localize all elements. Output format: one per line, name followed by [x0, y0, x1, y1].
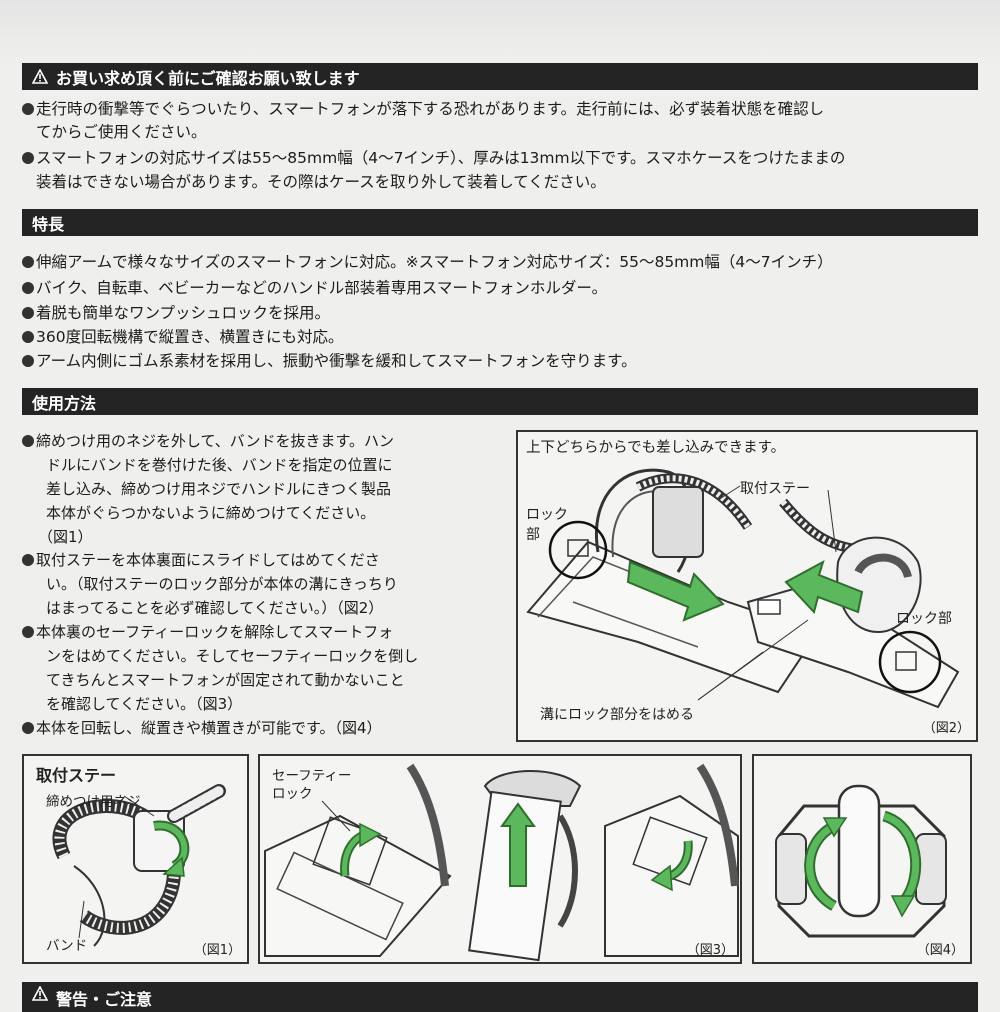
caution-item-1-cont: てからご使用ください。	[36, 123, 207, 141]
figure-1: 取付ステー 締めつけ用ネジ バンド （図1）	[22, 754, 249, 964]
label-groove: 溝にロック部分をはめる	[540, 707, 694, 723]
feature-item: バイク、自転車、ベビーカーなどのハンドル部装着専用スマートフォンホルダー。	[22, 277, 607, 299]
caution-item-1: 走行時の衝撃等でぐらついたり、スマートフォンが落下する恐れがあります。走行前には…	[22, 98, 824, 120]
warning-icon	[32, 986, 48, 1001]
usage-step-1-line: （図1）	[38, 528, 93, 546]
slide-arrow-left	[784, 559, 864, 615]
label-safety-lock-2: ロック	[272, 786, 313, 802]
label-band: バンド	[46, 938, 88, 954]
figure-4-illustration	[775, 784, 947, 938]
caution-item-2: スマートフォンの対応サイズは55〜85mm幅（4〜7インチ）、厚みは13mm以下…	[22, 147, 845, 169]
usage-title: 使用方法	[32, 393, 97, 413]
label-lock-left-1: ロック	[526, 507, 568, 523]
figure-2-number: （図2）	[922, 721, 970, 736]
top-edge	[0, 0, 1000, 60]
figure-3: セーフティー ロック （図3）	[258, 754, 742, 964]
usage-step-2-line: はまってることを必ず確認してください。）（図2）	[46, 599, 384, 617]
usage-step-4: 本体を回転し、縦置きや横置きが可能です。（図4）	[22, 717, 382, 739]
usage-step-1-line: 差し込み、締めつけ用ネジでハンドルにきつく製品	[46, 480, 392, 498]
label-lock-left-2: 部	[526, 527, 540, 543]
usage-header: 使用方法	[22, 388, 978, 415]
usage-step-3-line: てきちんとスマートフォンが固定されて動かないこと	[46, 671, 405, 689]
figure-2-illustration	[526, 468, 960, 709]
figure-3-illustration	[264, 763, 739, 962]
label-screw: 締めつけ用ネジ	[46, 794, 141, 810]
usage-step-1: 締めつけ用のネジを外して、バンドを抜きます。ハン	[22, 430, 394, 452]
slide-arrow-right	[626, 560, 725, 622]
features-header: 特長	[22, 209, 978, 236]
features-title: 特長	[32, 214, 65, 234]
usage-step-1-line: 本体がぐらつかないように締めつけてください。	[46, 504, 376, 522]
figure-3-number: （図3）	[686, 943, 734, 958]
usage-step-3-line: を確認してください。（図3）	[46, 695, 243, 713]
figure-1-number: （図1）	[193, 943, 241, 958]
figure-1-title: 取付ステー	[36, 766, 117, 785]
rotate-arrow	[153, 820, 190, 877]
warning-title: 警告・ご注意	[56, 990, 153, 1009]
usage-step-3: 本体裏のセーフティーロックを解除してスマートフォ	[22, 621, 393, 643]
feature-item: 360度回転機構で縦置き、横置きにも対応。	[22, 326, 344, 348]
caution-header: お買い求め頂く前にご確認お願い致します	[22, 63, 978, 90]
warning-icon	[32, 69, 48, 84]
usage-step-2-line: い。（取付ステーのロック部分が本体の溝にきっちり	[46, 575, 398, 593]
figure-2-caption: 上下どちらからでも差し込みできます。	[526, 440, 786, 456]
feature-item: 伸縮アームで様々なサイズのスマートフォンに対応。※スマートフォン対応サイズ：55…	[22, 251, 833, 273]
label-safety-lock-1: セーフティー	[272, 768, 352, 784]
caution-item-2-cont: 装着はできない場合があります。その際はケースを取り外して装着してください。	[36, 173, 606, 191]
caution-title: お買い求め頂く前にご確認お願い致します	[56, 68, 360, 88]
figure-4-number: （図4）	[916, 943, 964, 958]
unlock-arrow	[340, 822, 382, 877]
usage-step-1-line: ドルにバンドを巻付けた後、バンドを指定の位置に	[46, 456, 393, 474]
label-lock-right: ロック部	[896, 611, 952, 627]
usage-step-2: 取付ステーを本体裏面にスライドしてはめてくださ	[22, 549, 380, 571]
rotate-arrow-right	[881, 810, 922, 918]
figure-1-illustration	[52, 784, 226, 947]
usage-step-3-line: ンをはめてください。そしてセーフティーロックを倒し	[46, 647, 419, 665]
lock-arrow	[650, 840, 693, 892]
rotate-arrow-left	[804, 817, 848, 911]
feature-item: アーム内側にゴム系素材を採用し、振動や衝撃を緩和してスマートフォンを守ります。	[22, 350, 637, 372]
insert-arrow	[500, 802, 536, 887]
warning-header: 警告・ご注意	[22, 982, 978, 1012]
figure-4: （図4）	[752, 754, 972, 964]
feature-item: 着脱も簡単なワンプッシュロックを採用。	[22, 302, 330, 324]
figure-2: 上下どちらからでも差し込みできます。 取付ステー ロック 部 ロック部 溝にロッ…	[516, 430, 978, 742]
label-mount-stay: 取付ステー	[740, 481, 810, 497]
